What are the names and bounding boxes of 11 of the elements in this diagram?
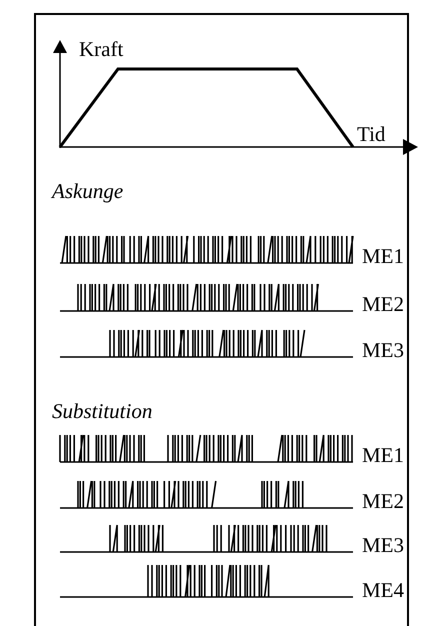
trace-label: ME2 bbox=[362, 490, 404, 512]
trace-label: ME1 bbox=[362, 444, 404, 466]
trace-label: ME3 bbox=[362, 534, 404, 556]
section-heading: Askunge bbox=[52, 180, 124, 202]
trace-label: ME4 bbox=[362, 579, 404, 601]
axis-label: Kraft bbox=[79, 38, 124, 60]
axis-label: Tid bbox=[357, 123, 386, 145]
section-heading: Substitution bbox=[52, 400, 152, 422]
trace-label: ME3 bbox=[362, 339, 404, 361]
trace-label: ME1 bbox=[362, 245, 404, 267]
trace-label: ME2 bbox=[362, 293, 404, 315]
